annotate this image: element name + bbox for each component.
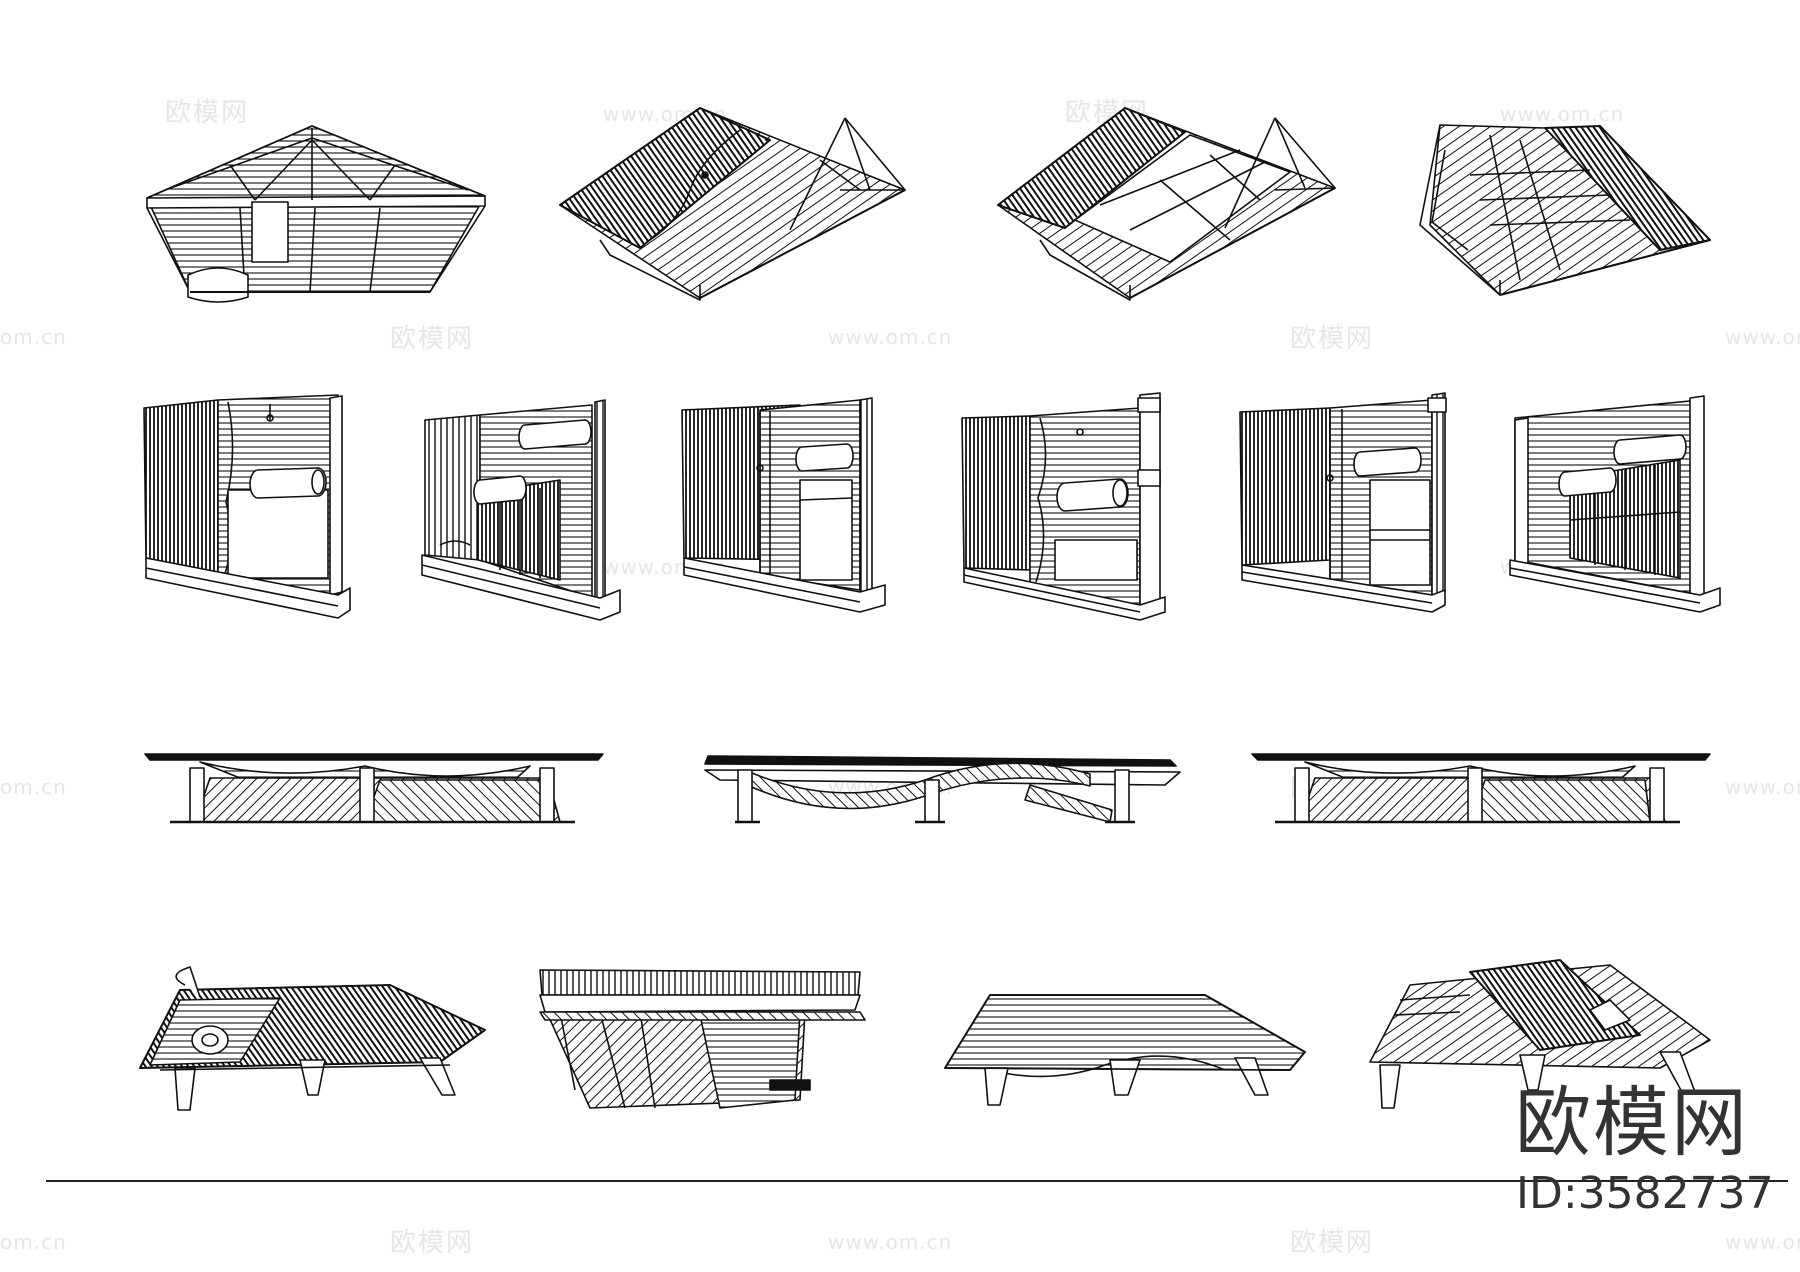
brand-logo-text: 欧模网	[1515, 1078, 1749, 1167]
brand-id-label: ID:3582737	[1516, 1168, 1774, 1219]
watermark-text: www.om.cn	[1725, 1230, 1800, 1254]
wall-panel-6	[1509, 395, 1721, 613]
watermark-text: om.cn	[0, 775, 67, 799]
watermark-text: www.om.cn	[1725, 775, 1800, 799]
wall-panel-1	[143, 394, 351, 619]
watermark-text: 欧模网	[390, 324, 475, 354]
watermark-text: 欧模网	[390, 1228, 475, 1258]
watermark-text: www.om.cn	[1500, 102, 1625, 126]
wall-panel-4	[961, 392, 1166, 621]
roof-deck-3	[944, 994, 1306, 1106]
floor-section-2	[704, 755, 1181, 824]
roof-truss-3	[997, 107, 1336, 301]
watermark-text: 欧模网	[1290, 324, 1375, 354]
roof-truss-4	[1419, 124, 1711, 296]
baseline-rule	[46, 1180, 1788, 1182]
watermark-text: www.om.cn	[1725, 325, 1800, 349]
floor-section-1	[144, 753, 604, 824]
floor-section-3	[1251, 753, 1711, 824]
wall-panel-3	[681, 397, 886, 613]
wall-panel-5	[1239, 392, 1447, 613]
watermark-text: 欧模网	[165, 98, 250, 128]
watermark-text: www.om.cn	[828, 1230, 953, 1254]
watermark-text: om.cn	[0, 1230, 67, 1254]
watermark-text: 欧模网	[1290, 1228, 1375, 1258]
watermark-text: www.om.cn	[828, 325, 953, 349]
roof-truss-1	[146, 125, 486, 303]
roof-truss-2	[559, 107, 906, 301]
roof-deck-2	[539, 969, 866, 1109]
roof-deck-4	[1369, 959, 1711, 1109]
roof-deck-1	[139, 966, 486, 1111]
watermark-text: om.cn	[0, 325, 67, 349]
wall-panel-2	[421, 399, 621, 621]
